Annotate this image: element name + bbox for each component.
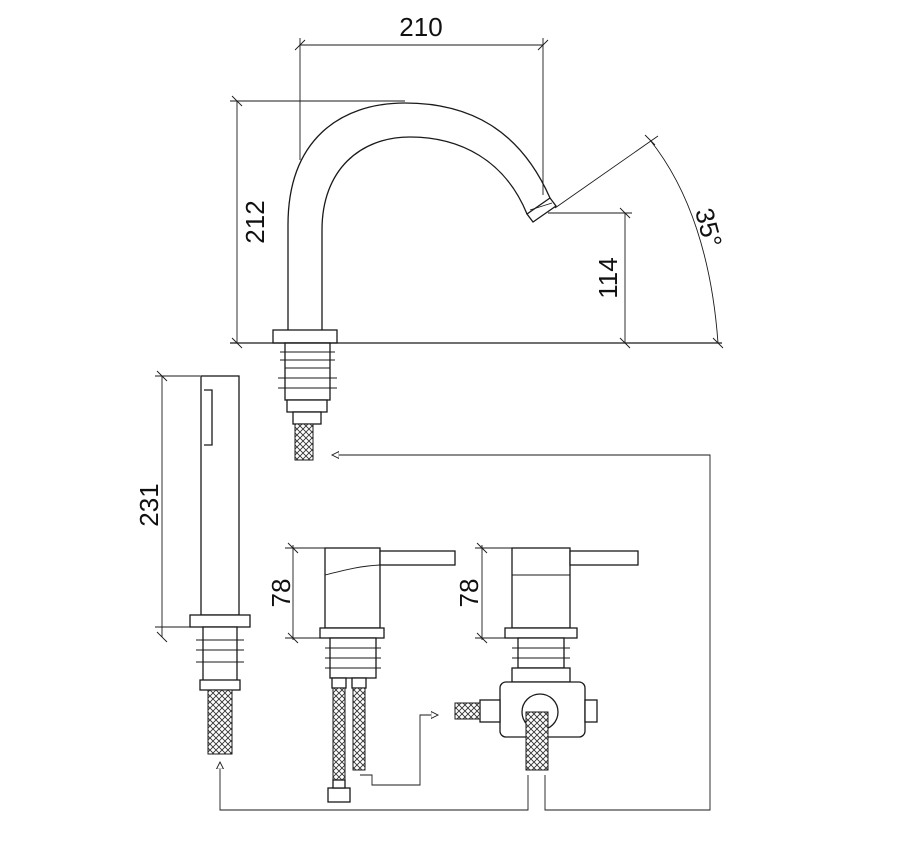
mixer-left: [319, 547, 456, 803]
dimension-outlet-height: 114: [548, 207, 632, 349]
mixer-right: [454, 547, 639, 771]
dimension-angle: 35°: [554, 134, 728, 349]
hand-shower: [189, 375, 251, 755]
angle-label: 35°: [689, 205, 728, 251]
connection-lines: [220, 455, 711, 811]
spout-height-label: 212: [240, 200, 270, 243]
dimension-hand-shower: 231: [134, 370, 200, 643]
dimension-reach: 210: [294, 12, 549, 195]
dimension-mixer-left: 78: [266, 542, 325, 644]
mixer-right-height-label: 78: [454, 579, 484, 608]
reach-label: 210: [399, 12, 442, 42]
dimension-spout-height: 212: [230, 95, 405, 349]
mixer-left-height-label: 78: [266, 579, 296, 608]
hand-shower-height-label: 231: [134, 483, 164, 526]
spout: [272, 102, 557, 461]
spout-base-plate: [272, 329, 338, 344]
dimension-mixer-right: 78: [454, 542, 512, 644]
spout-thread-stack: [278, 342, 337, 461]
outlet-height-label: 114: [593, 257, 623, 298]
